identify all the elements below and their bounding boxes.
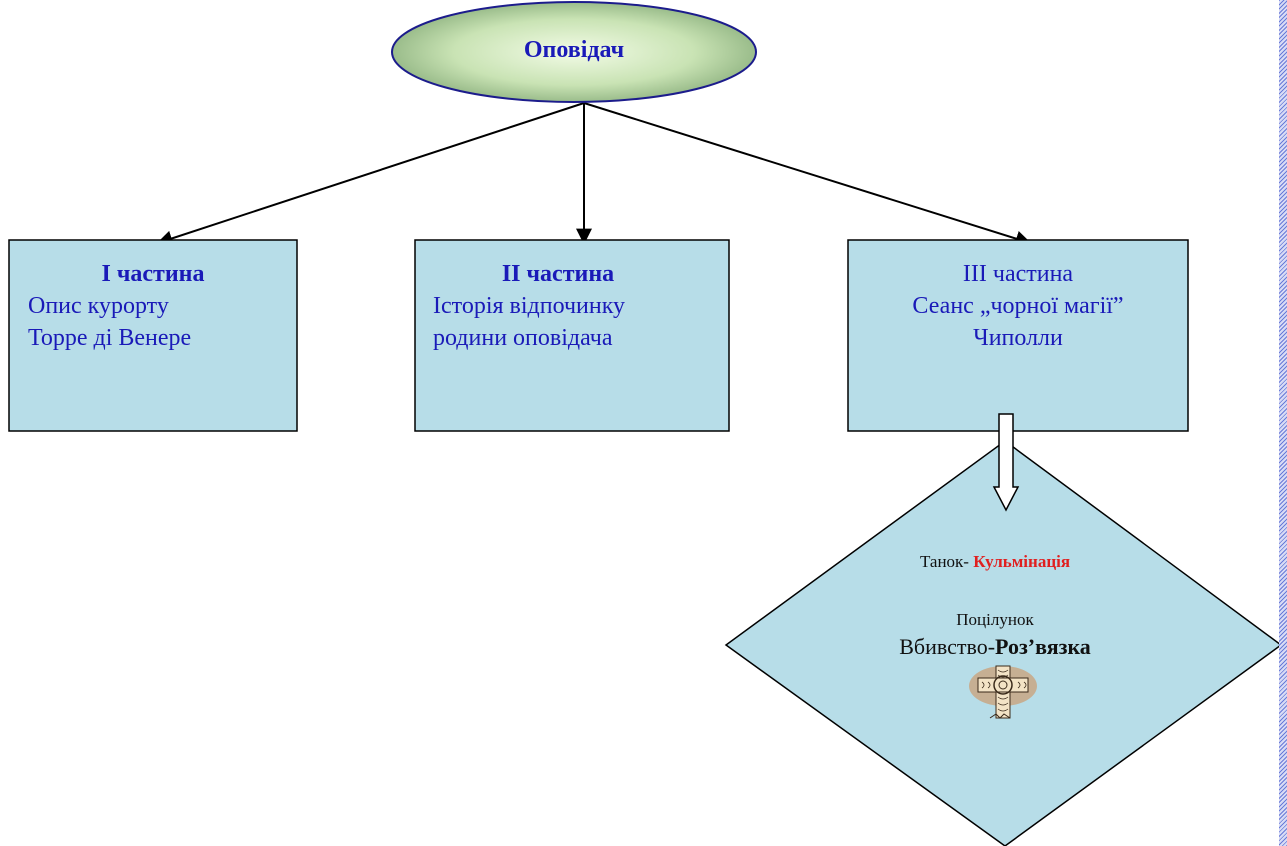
part3-line1: Сеанс „чорної магії” <box>912 293 1124 319</box>
part2-line2: родини оповідача <box>433 325 613 351</box>
part1-text: І частина Опис курорту Торре ді Венере <box>28 258 288 354</box>
part1-box <box>8 239 298 432</box>
part1-line1: Опис курорту <box>28 293 169 319</box>
connector-root-to-part1 <box>156 102 585 247</box>
climax-denouement-label: Роз’вязка <box>995 634 1091 659</box>
climax-diamond <box>724 440 1283 846</box>
climax-line-2: Поцілунок <box>956 610 1034 629</box>
part3-line2: Чиполли <box>973 325 1063 351</box>
part3-text: ІІІ частина Сеанс „чорної магії” Чиполли <box>848 258 1188 354</box>
block-arrow-down <box>992 413 1020 512</box>
part2-line1: Історія відпочинку <box>433 293 626 319</box>
climax-culmination-label: Кульмінація <box>973 552 1071 571</box>
part3-title: ІІІ частина <box>962 261 1074 287</box>
part2-text: ІІ частина Історія відпочинку родини опо… <box>433 258 723 354</box>
climax-line-3: Вбивство-Роз’вязка <box>835 634 1155 660</box>
part3-box <box>847 239 1189 432</box>
page-border-decoration <box>1279 0 1287 846</box>
part2-title: ІІ частина <box>501 261 615 287</box>
part1-title: І частина <box>101 261 205 287</box>
climax-line-1: Танок- Кульмінація <box>835 552 1155 572</box>
connector-root-to-part3 <box>583 102 1032 247</box>
part2-box <box>414 239 730 432</box>
narrator-ellipse <box>391 1 757 103</box>
narrator-label: Оповідач <box>523 36 625 63</box>
climax-murder-label: Вбивство- <box>899 634 996 659</box>
celtic-cross-icon <box>969 665 1037 719</box>
climax-dance-label: Танок- <box>919 552 974 571</box>
part1-line2: Торре ді Венере <box>28 325 192 351</box>
